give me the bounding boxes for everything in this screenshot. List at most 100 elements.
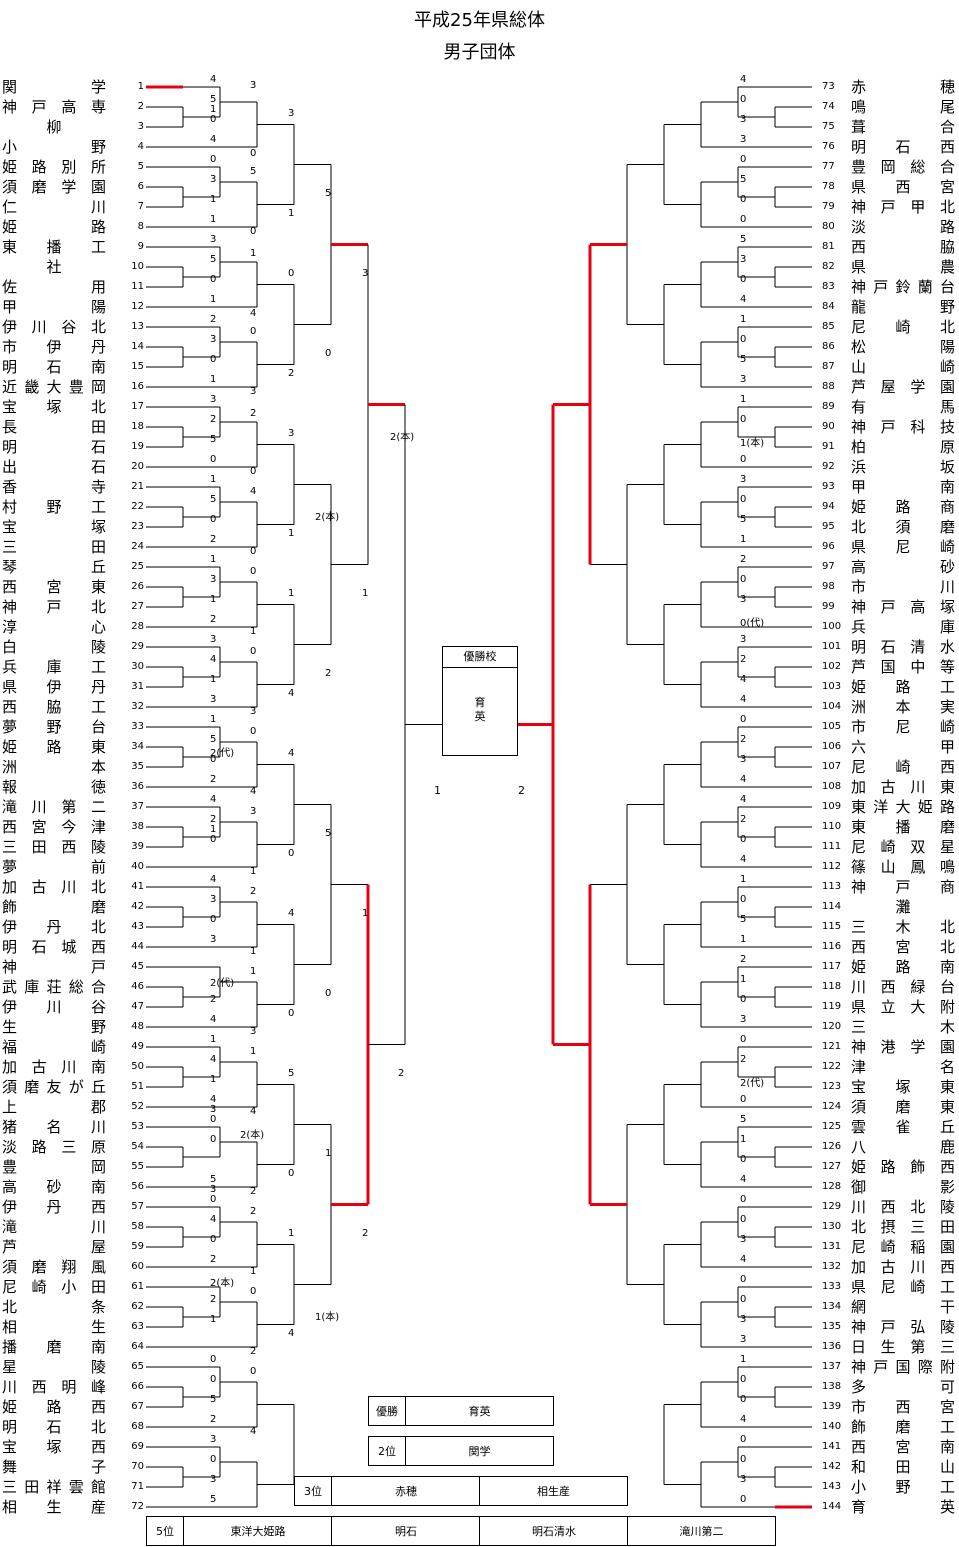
- team-name-char: 等: [939, 658, 955, 676]
- match-score: 5: [740, 174, 747, 185]
- team-name-char: 郡: [90, 1098, 106, 1116]
- team-name-char: 甲: [910, 198, 926, 216]
- team-name-char: 東: [939, 1078, 955, 1096]
- team-row: 北須磨: [851, 517, 955, 537]
- team-row: 川西明峰: [2, 1377, 106, 1397]
- seed-number: 109: [822, 801, 842, 812]
- team-name-char: 松: [851, 338, 867, 356]
- team-name-char: 畿: [24, 378, 40, 396]
- team-name-char: 近: [2, 378, 18, 396]
- seed-number: 3: [137, 121, 144, 132]
- match-score: 3: [740, 1234, 747, 1245]
- seed-number: 144: [822, 1501, 842, 1512]
- team-name-char: 尾: [939, 98, 955, 116]
- round-score: 4: [250, 486, 257, 497]
- seed-number: 11: [131, 281, 144, 292]
- team-row: 姫路工: [851, 677, 955, 697]
- team-name-char: 須: [851, 1098, 867, 1116]
- seed-number: 96: [822, 541, 835, 552]
- team-name-char: 陽: [90, 298, 106, 316]
- team-name-char: 磨: [31, 178, 47, 196]
- match-score: 0: [740, 894, 747, 905]
- team-row: 六甲: [851, 737, 955, 757]
- team-name-char: 神: [851, 1038, 867, 1056]
- team-name-char: 際: [917, 1358, 933, 1376]
- match-score: 2(本): [210, 1278, 235, 1289]
- seed-number: 31: [131, 681, 144, 692]
- team-name-char: 神: [851, 198, 867, 216]
- round-score: 1: [325, 1148, 332, 1159]
- team-row: 明石南: [2, 357, 106, 377]
- match-score: 1: [210, 1034, 217, 1045]
- standing-first: 優勝 育英: [368, 1396, 554, 1426]
- team-name-char: 市: [851, 718, 867, 736]
- match-score: 5: [210, 254, 217, 265]
- seed-number: 2: [137, 101, 144, 112]
- team-row: 県尼崎: [851, 537, 955, 557]
- seed-number: 39: [131, 841, 144, 852]
- team-name-char: 六: [851, 738, 867, 756]
- seed-number: 66: [131, 1381, 144, 1392]
- team-name-char: 和: [851, 1458, 867, 1476]
- team-name-char: 宝: [2, 398, 18, 416]
- team-name-char: 西: [61, 838, 77, 856]
- match-score: 2: [210, 814, 217, 825]
- match-score: 4: [740, 1174, 747, 1185]
- team-name-char: 明: [2, 438, 18, 456]
- team-name-char: 合: [90, 978, 106, 996]
- team-name-char: 須: [2, 1258, 18, 1276]
- team-name-char: 磨: [895, 1098, 911, 1116]
- team-name-char: 木: [939, 1018, 955, 1036]
- match-score: 0: [740, 714, 747, 725]
- team-name-char: 神: [851, 1358, 867, 1376]
- team-name-char: 中: [910, 658, 926, 676]
- team-row: 加古川南: [2, 1057, 106, 1077]
- round-score: 2: [325, 668, 332, 679]
- team-name-char: 尼: [851, 318, 867, 336]
- match-score: 3: [740, 1014, 747, 1025]
- team-row: 姫路東: [2, 737, 106, 757]
- match-score: 0: [740, 274, 747, 285]
- standing-fifth-label: 5位: [156, 1525, 174, 1538]
- team-name-char: 南: [90, 1178, 106, 1196]
- match-score: 2: [210, 614, 217, 625]
- team-name-char: 西: [90, 1398, 106, 1416]
- team-name-char: 国: [895, 1358, 911, 1376]
- standing-first-team: 育英: [405, 1397, 553, 1425]
- seed-number: 7: [137, 201, 144, 212]
- team-name-char: 路: [90, 218, 106, 236]
- team-name-char: 園: [939, 378, 955, 396]
- match-score: 3: [740, 1334, 747, 1345]
- seed-number: 122: [822, 1061, 842, 1072]
- team-name-char: 崎: [939, 538, 955, 556]
- team-row: 市伊丹: [2, 337, 106, 357]
- seed-number: 137: [822, 1361, 842, 1372]
- match-score: 0: [740, 574, 747, 585]
- match-score: 3: [740, 754, 747, 765]
- team-name-char: 柳: [46, 118, 62, 136]
- team-name-char: 三: [939, 1338, 955, 1356]
- team-row: 尼崎北: [851, 317, 955, 337]
- round-score: 1: [250, 248, 257, 259]
- team-name-char: 西: [90, 1198, 106, 1216]
- team-name-char: 三: [2, 838, 18, 856]
- team-name-char: 姫: [851, 1158, 867, 1176]
- team-name-char: 田: [24, 1478, 40, 1496]
- match-score: 1: [210, 294, 217, 305]
- round-score: 0: [250, 546, 257, 557]
- seed-number: 58: [131, 1221, 144, 1232]
- seed-number: 117: [822, 961, 842, 972]
- match-score: 0: [210, 114, 217, 125]
- team-name-char: 舞: [2, 1458, 18, 1476]
- round-score: 0: [288, 1168, 295, 1179]
- round-score: 1: [250, 1046, 257, 1057]
- team-row: 東播磨: [851, 817, 955, 837]
- match-score: 0: [210, 1234, 217, 1245]
- seed-number: 57: [131, 1201, 144, 1212]
- seed-number: 37: [131, 801, 144, 812]
- team-name-char: 塚: [895, 1078, 911, 1096]
- team-row: 飾磨: [2, 897, 106, 917]
- seed-number: 90: [822, 421, 835, 432]
- round-score: 3: [288, 428, 295, 439]
- team-row: 県立大附: [851, 997, 955, 1017]
